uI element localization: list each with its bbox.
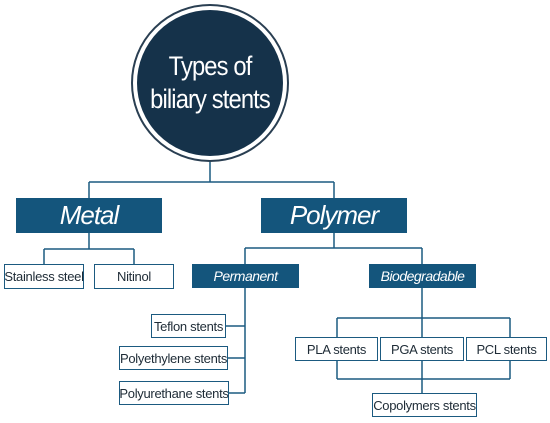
pga-stents-node: PGA stents (380, 337, 464, 361)
root-node: Types of biliary stents (137, 10, 283, 156)
nitinol-node: Nitinol (94, 264, 174, 289)
stainless-steel-node: Stainless steel (4, 264, 84, 289)
pcl-stents-node: PCL stents (466, 337, 547, 361)
polymer-node: Polymer (261, 198, 407, 233)
polyethylene-stents-node: Polyethylene stents (119, 346, 228, 370)
metal-node: Metal (16, 198, 162, 233)
polyurethane-stents-node: Polyurethane stents (119, 381, 229, 405)
pla-stents-node: PLA stents (295, 337, 378, 361)
root-title: Types of biliary stents (150, 51, 271, 114)
teflon-stents-node: Teflon stents (151, 314, 226, 338)
copolymers-stents-node: Copolymers stents (372, 393, 477, 417)
biodegradable-node: Biodegradable (369, 264, 476, 288)
permanent-node: Permanent (192, 264, 299, 288)
